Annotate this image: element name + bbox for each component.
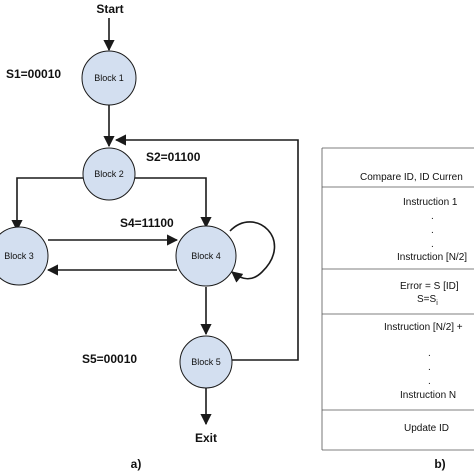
panel-row-s-assign: S=Si [417,294,438,307]
state-s5-label: S5=00010 [82,352,137,366]
panel-row-instruction-n: Instruction N [400,390,456,401]
block3-label: Block 3 [4,251,34,261]
panel-row-instruction-half-plus: Instruction [N/2] + [384,322,463,333]
caption-a: a) [131,457,142,471]
block2-label: Block 2 [94,169,124,179]
block5-node [179,335,233,389]
panel-row-dot-3: . [431,239,434,250]
caption-b: b) [434,457,445,471]
panel-row-dot-1: . [431,211,434,222]
panel-row-instruction-1: Instruction 1 [403,197,458,208]
block4-label: Block 4 [191,251,221,261]
instruction-panel: Compare ID, ID Curren Instruction 1 . . … [321,147,474,451]
start-label: Start [96,2,123,16]
panel-row-s-assign-main: S=S [417,294,437,305]
edge-block4-self-loop [229,221,276,283]
block2-node [82,147,136,201]
block1-node [81,50,137,106]
state-s2-label: S2=01100 [146,150,201,164]
block5-label: Block 5 [191,357,221,367]
state-s1-label: S1=00010 [6,67,61,81]
panel-row-compare-id: Compare ID, ID Curren [360,172,463,183]
block3-node [0,226,49,286]
panel-row-dot-2: . [431,225,434,236]
edge-block2-block3 [11,177,84,232]
panel-row-instruction-half: Instruction [N/2] [397,252,467,263]
panel-row-dot-6: . [428,376,431,387]
panel-row-dot-4: . [428,348,431,359]
panel-row-error: Error = S [ID] [400,281,459,292]
edge-block5-block2-loop [114,134,299,361]
block4-node [175,225,237,287]
panel-row-s-assign-subscript: i [436,300,438,307]
edge-block2-block4 [134,177,212,229]
panel-row-update-id: Update ID [404,423,449,434]
state-s4-label: S4=11100 [120,216,174,230]
exit-label: Exit [195,431,217,445]
block1-label: Block 1 [94,73,124,83]
panel-row-dot-5: . [428,362,431,373]
